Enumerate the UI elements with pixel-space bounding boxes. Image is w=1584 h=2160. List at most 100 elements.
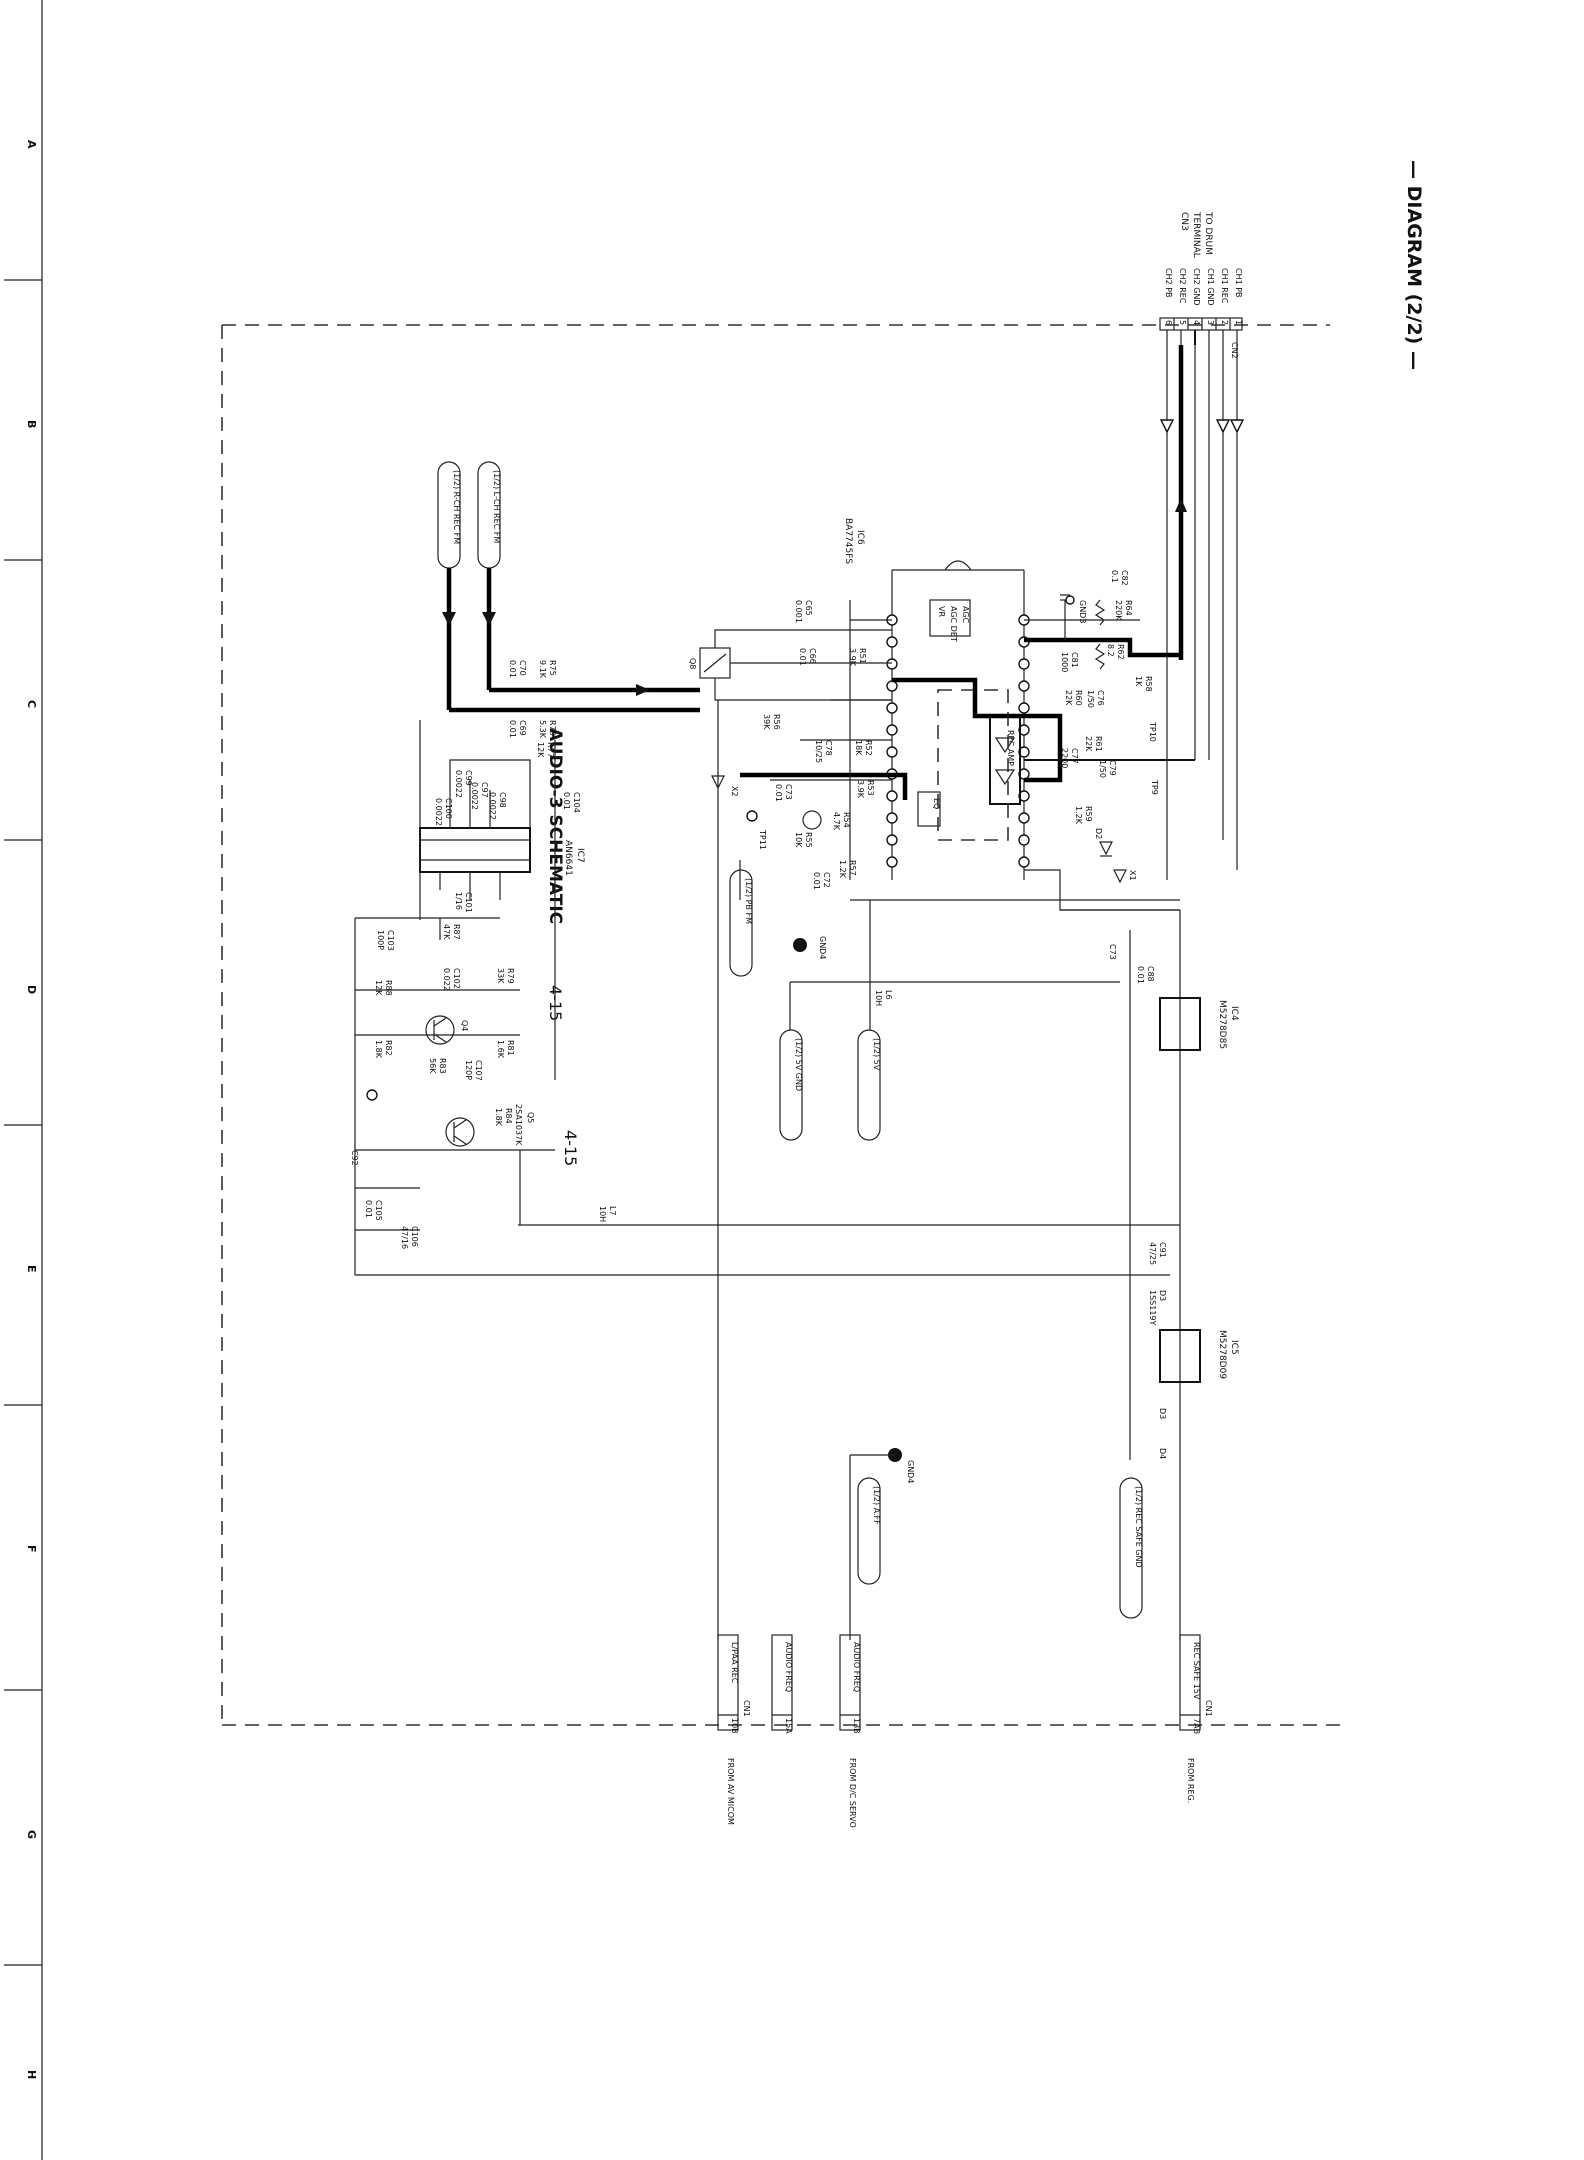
d3-label: D2 xyxy=(1094,828,1103,839)
c87-value: 1SS119Y xyxy=(1148,1290,1157,1326)
tp9-label: TP11 xyxy=(758,829,767,850)
ic6-block-eq: EQ xyxy=(932,798,941,809)
signal-arrow-icon xyxy=(636,684,650,696)
r81-label: R81 xyxy=(506,1040,515,1056)
ic6-left-components: C65 0.001 C66 0.01 R51 3.9K R52 18K C78 … xyxy=(688,600,892,1640)
ic4-ref: IC4 xyxy=(1229,1006,1239,1021)
c106-label: C106 xyxy=(410,1226,419,1247)
r75-value: 9.1K xyxy=(538,660,547,679)
c65-label: C65 xyxy=(804,600,813,616)
r61-value: 22K xyxy=(1084,736,1093,752)
r57-label: R57 xyxy=(848,860,857,876)
zone-label-e: E xyxy=(25,1265,38,1273)
r60-value: 22K xyxy=(1064,690,1073,706)
r77-label: R77 xyxy=(546,742,555,758)
r79-value: 33K xyxy=(496,968,505,984)
cn1-left-source: FROM AV MICOM xyxy=(726,1758,735,1825)
c97-value: 0.0022 xyxy=(470,782,479,810)
r56-value: 39K xyxy=(762,714,771,730)
x2-label: TP10 xyxy=(1148,721,1157,742)
flag-pb-fm: (1/2) PB FM xyxy=(744,878,753,924)
footer-page-number-b: 4-15 xyxy=(561,1130,580,1166)
c101-label: C101 xyxy=(464,892,473,913)
c98-label: C98 xyxy=(498,792,507,808)
d4-label: X1 xyxy=(1128,870,1137,881)
c81-label: C81 xyxy=(1070,652,1079,668)
q4-label: Q4 xyxy=(460,1020,469,1031)
ic4-part: M5278D85 xyxy=(1217,1000,1227,1049)
ic6-block-vr: VR xyxy=(937,606,946,617)
c106-value: 47/16 xyxy=(400,1226,409,1249)
c66-label: C66 xyxy=(808,648,817,664)
r62-label: R62 xyxy=(1116,644,1125,660)
ic6-ref: IC6 xyxy=(855,530,865,545)
zone-label-d: D xyxy=(25,985,38,994)
l7-value: 10H xyxy=(598,1206,607,1222)
cn2-pin-num-5: 5 xyxy=(1178,320,1187,325)
c77-label: C77 xyxy=(1070,748,1079,764)
regulators: C73 C88 0.01 IC4 M5278D85 IC5 M5278D09 C… xyxy=(1060,909,1239,1640)
c99-value: 0.0022 xyxy=(454,770,463,798)
r60-label: R60 xyxy=(1074,690,1083,706)
tp11-label: GND3 xyxy=(1078,600,1087,623)
flag-5v-gnd: (1/2) 5V GND xyxy=(794,1038,803,1091)
c73b-label: C73 xyxy=(1108,944,1117,960)
c77-value: 2200 xyxy=(1060,748,1069,768)
c104-label: C104 xyxy=(572,792,581,813)
rec-safe-source: FROM REG. xyxy=(1186,1758,1195,1803)
cn2-pin-num-4: 4 xyxy=(1192,320,1201,325)
c97-label: C97 xyxy=(480,782,489,798)
ic5-part: M5278D09 xyxy=(1217,1330,1227,1379)
r-ch-arrow-icon xyxy=(442,612,456,626)
r55-label: R55 xyxy=(804,832,813,848)
c76-value: 1/50 xyxy=(1086,690,1095,708)
r55-value: 10K xyxy=(794,832,803,848)
c103-label: C103 xyxy=(386,930,395,951)
cn2-pin-label-3: CH1 GND xyxy=(1206,268,1215,306)
c76-label: C76 xyxy=(1096,690,1105,706)
cn2-pin-num-6: 6 xyxy=(1164,320,1173,325)
c73-label: C73 xyxy=(784,784,793,800)
c107-value: 120P xyxy=(464,1060,473,1080)
r87-value: 47K xyxy=(442,924,451,940)
cn2-pin-label-4: CH2 GND xyxy=(1192,268,1201,306)
l7-label: L7 xyxy=(608,1206,617,1216)
zone-label-a: A xyxy=(25,140,38,149)
c79-value: 1/50 xyxy=(1098,760,1107,778)
ic6-part: BA7745FS xyxy=(843,518,853,564)
r51-value: 3.9K xyxy=(848,648,857,667)
r52-label: R52 xyxy=(864,740,873,756)
l6-value: 10H xyxy=(874,990,883,1006)
tp10-label: GND4 xyxy=(906,1460,915,1483)
c65-value: 0.001 xyxy=(794,600,803,623)
c105-label: C105 xyxy=(374,1200,383,1221)
gnd3-label: GND4 xyxy=(818,936,827,959)
c87-label: D3 xyxy=(1158,1290,1167,1301)
r82-label: R82 xyxy=(384,1040,393,1056)
flag-5v: (1/2) 5V xyxy=(872,1038,881,1071)
r54-value: 4.7K xyxy=(832,812,841,831)
zone-label-h: H xyxy=(25,2070,38,2079)
c101-value: 1/16 xyxy=(454,892,463,910)
ic6-block-agc-det: AGC DET xyxy=(949,606,958,642)
r53-value: 3.9K xyxy=(856,780,865,799)
zone-label-g: G xyxy=(25,1830,38,1839)
r85-value: 0.01 xyxy=(812,872,821,890)
c82-value: 0.1 xyxy=(1110,570,1119,583)
ic7-part: AN6641 xyxy=(563,840,573,876)
d2-label: X2 xyxy=(730,786,739,797)
flag-r-ch-rec-fm: (1/2) R-CH REC FM xyxy=(452,470,461,544)
ic6-block: IC6 BA7745FS AGC AGC DET xyxy=(740,518,1195,880)
c86-value: 47/25 xyxy=(1148,1242,1157,1265)
r57-value: 1.2K xyxy=(838,860,847,879)
r84-value: 1.8K xyxy=(494,1108,503,1127)
cn2-pin-label-6: CH2 PB xyxy=(1164,268,1173,298)
r64-value: 220K xyxy=(1114,600,1123,621)
flag-rec-safe-gnd: (1/2) REC SAFE GND xyxy=(1134,1486,1143,1568)
c70-label: C70 xyxy=(518,660,527,676)
c105-value: 0.01 xyxy=(364,1200,373,1218)
r54-label: R54 xyxy=(842,812,851,828)
r76-label: R76 xyxy=(548,720,557,736)
c79-label: C79 xyxy=(1108,760,1117,776)
ic7-block: IC7 AN6641 C99 0.0022 C97 0.0022 C98 0.0… xyxy=(419,720,585,1080)
